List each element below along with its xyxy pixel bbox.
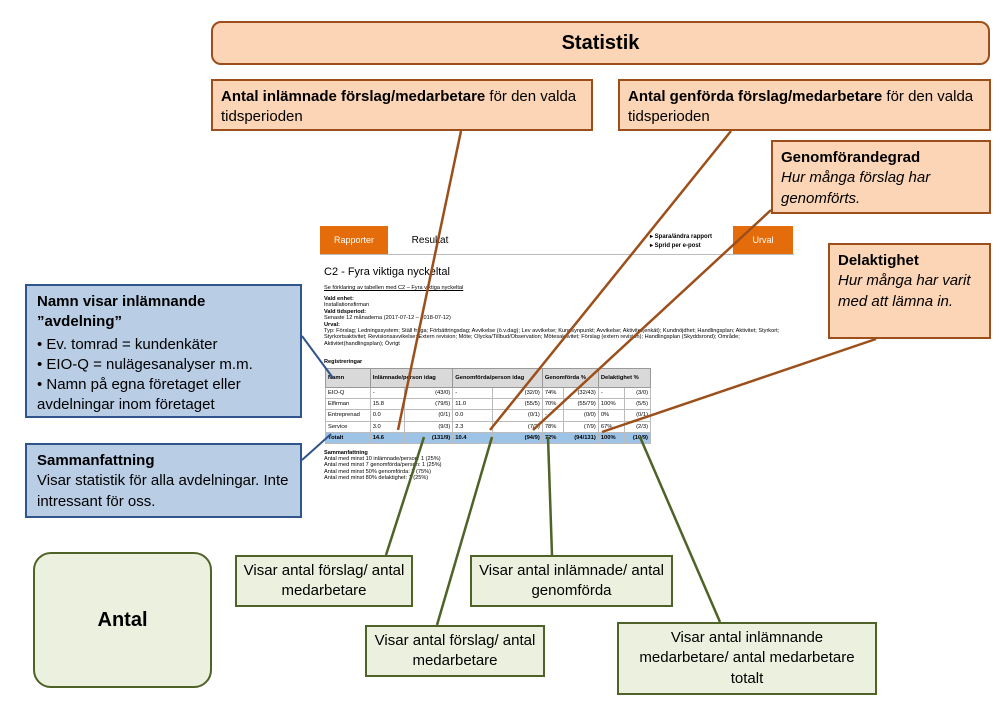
stats-table: Namn Inlämnade/person idag Genomförda/pe…: [325, 368, 652, 444]
tab-resultat[interactable]: Resultat: [411, 234, 449, 246]
callout-genomforandegrad: Genomförandegrad Hur många förslag har g…: [771, 140, 991, 214]
connector-namn: [301, 335, 334, 379]
connector-green3: [546, 436, 554, 556]
sprid-per-epost-link[interactable]: ▸ Sprid per e-post: [650, 243, 701, 249]
connector-green1: [384, 436, 426, 556]
table-total-row: Totalt 14.6 (131/9) 10.4 (94/9) 72% (94/…: [325, 431, 652, 444]
table-row: Entreprenad 0.0 (0/1) 0.0 (0/1) - (0/0) …: [325, 409, 652, 422]
report-title: C2 - Fyra viktiga nyckeltal: [324, 266, 450, 278]
callout-green-3: Visar antal inlämnade/ antal genomförda: [470, 555, 673, 607]
tab-rapporter[interactable]: Rapporter: [320, 226, 388, 254]
report-screenshot: Rapporter Resultat ▸ Spara/ändra rapport…: [320, 226, 794, 482]
cell: (94/131): [563, 431, 599, 444]
callout-genforda: Antal genförda förslag/medarbetare för d…: [618, 79, 991, 131]
registreringar-label: Registreringar: [324, 359, 363, 365]
spara-andra-rapport-link[interactable]: ▸ Spara/ändra rapport: [650, 234, 713, 240]
connector-delaktighet: [601, 337, 877, 434]
col-namn: Namn: [325, 368, 371, 388]
tab-urval[interactable]: Urval: [733, 226, 793, 254]
vald-tidsperiod: Vald tidsperiod: Senaste 12 månaderna (2…: [324, 309, 451, 322]
callout-sammanfattning: Sammanfattning Visar statistik för alla …: [25, 443, 302, 518]
page-title: Statistik: [211, 21, 990, 65]
cell: (0/0): [563, 409, 599, 422]
cell: 100%: [597, 431, 625, 444]
namn-bullet: EIO-Q = nulägesanalyser m.m.: [37, 355, 290, 375]
namn-bullet: Namn på egna företaget eller avdelningar…: [37, 375, 290, 416]
callout-delaktighet: Delaktighet Hur många har varit med att …: [828, 243, 991, 339]
namn-bullet-list: Ev. tomrad = kundenkäter EIO-Q = nuläges…: [37, 335, 290, 416]
connector-green2: [435, 436, 494, 626]
callout-green-2: Visar antal förslag/ antal medarbetare: [365, 625, 545, 677]
urval: Urval: Typ: Förslag; Ledningssystem; Stä…: [324, 322, 780, 347]
cell: 14.6: [369, 431, 405, 444]
connector-sammanfattning: [301, 433, 332, 461]
connector-green4: [638, 436, 722, 623]
explanation-link[interactable]: Se förklaring av tabellen med C2 – Fyra …: [324, 285, 464, 291]
cell: (94/9): [492, 431, 543, 444]
callout-inlamnade: Antal inlämnade förslag/medarbetare för …: [211, 79, 593, 131]
vald-enhet: Vald enhet: Installationsfirman: [324, 296, 370, 309]
antal-label-box: Antal: [33, 552, 212, 688]
connector-genomforandegrad: [532, 209, 772, 431]
namn-bullet: Ev. tomrad = kundenkäter: [37, 335, 290, 355]
callout-green-4: Visar antal inlämnande medarbetare/ anta…: [617, 622, 877, 695]
connector-genforda: [489, 130, 732, 431]
cell: 10.4: [452, 431, 494, 444]
report-links: ▸ Spara/ändra rapport ▸ Sprid per e-post: [650, 233, 712, 251]
report-tab-bar: Rapporter Resultat ▸ Spara/ändra rapport…: [320, 226, 794, 255]
col-genomforda: Genomförda/person idag: [452, 368, 543, 388]
callout-green-1: Visar antal förslag/ antal medarbetare: [235, 555, 413, 607]
table-header-row: Namn Inlämnade/person idag Genomförda/pe…: [325, 368, 652, 388]
callout-namn: Namn visar inlämnande ”avdelning” Ev. to…: [25, 284, 302, 418]
table-row: Service 3.0 (9/3) 2.3 (7/3) 78% (7/9) 67…: [325, 420, 652, 433]
sammanfattning-summary: Sammanfattning Antal med minst 10 inlämn…: [324, 450, 442, 481]
connector-inlamnade: [396, 130, 463, 431]
